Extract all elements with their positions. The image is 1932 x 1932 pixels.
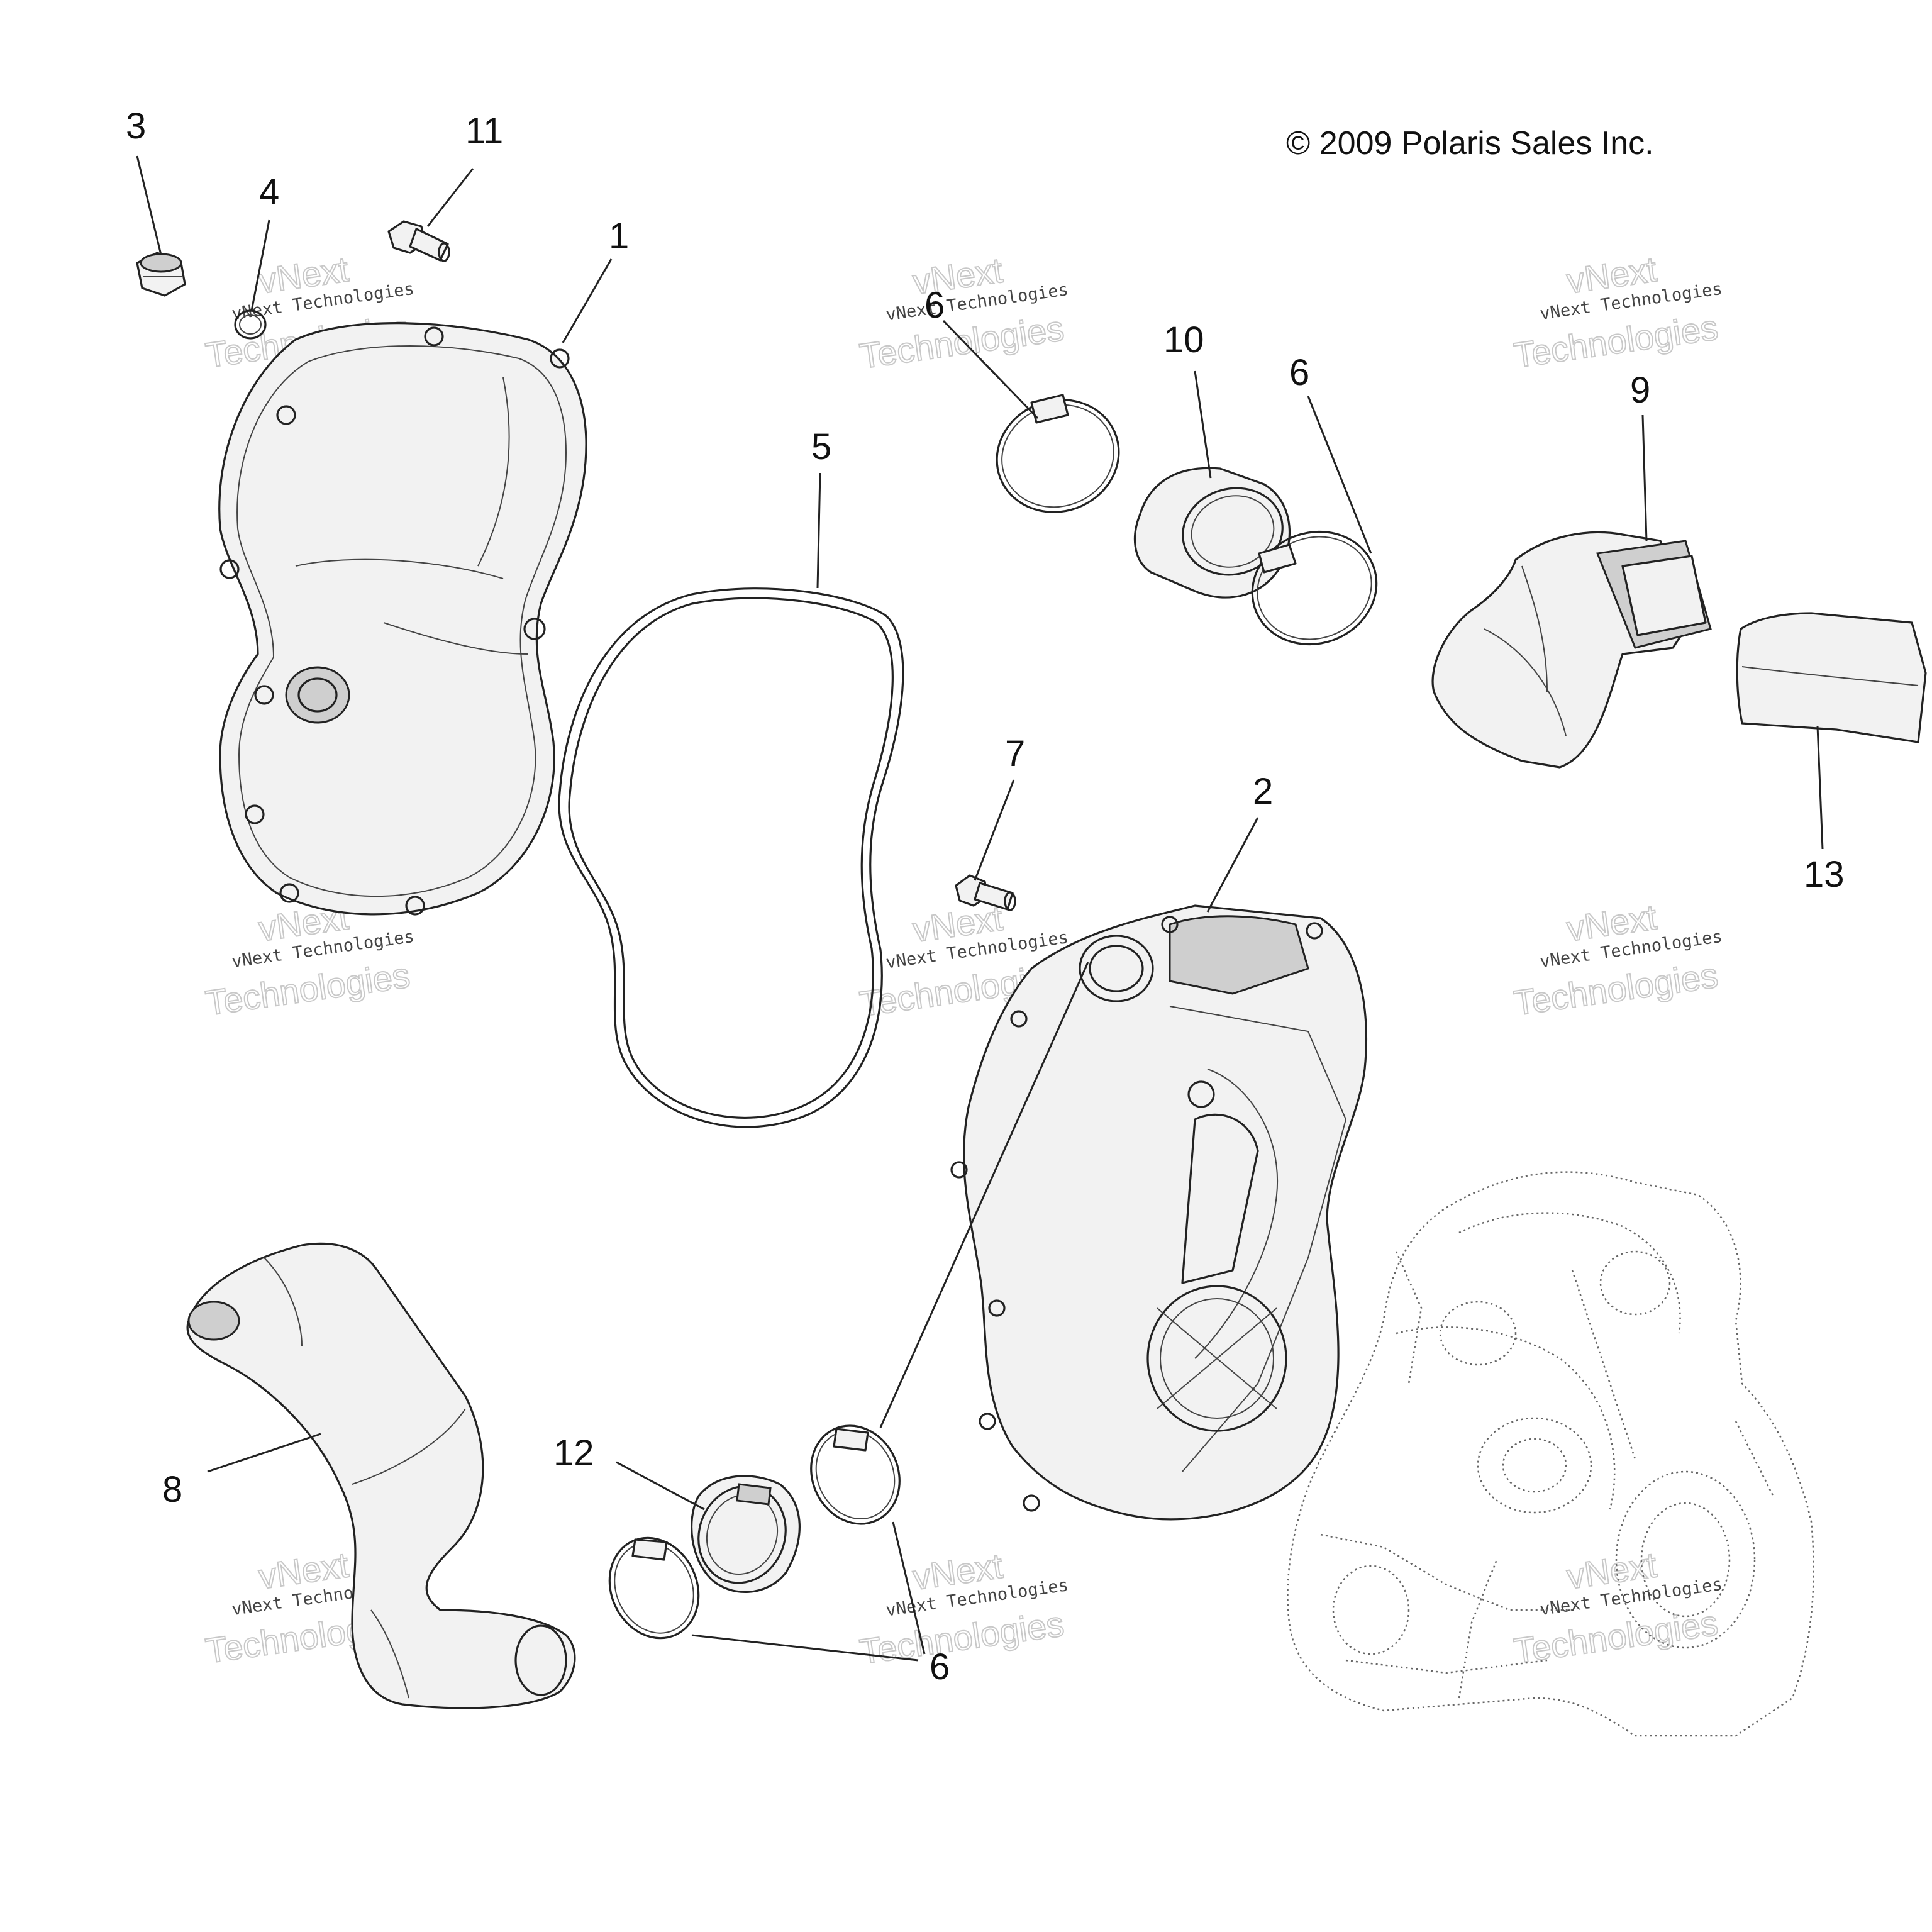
part-3-plug	[136, 252, 186, 297]
leader-6-bottom-2	[892, 1521, 926, 1655]
callout-6-top-1: 6	[924, 285, 945, 326]
part-6-clamp-bottom-1	[608, 1536, 700, 1640]
part-8-outlet-duct	[186, 1242, 576, 1709]
leader-4	[250, 219, 270, 311]
leader-6-bottom-1	[691, 1634, 919, 1662]
leader-13	[1816, 726, 1824, 850]
part-2-inner-clutch-cover	[950, 904, 1368, 1521]
watermark-8: vNext Technologies vNext Technologies	[857, 1545, 1070, 1672]
leader-lines	[136, 155, 1824, 1662]
leader-7	[974, 779, 1015, 881]
callout-12: 12	[553, 1433, 594, 1474]
copyright-notice: © 2009 Polaris Sales Inc.	[1286, 125, 1654, 162]
leader-3	[136, 155, 162, 255]
leader-6-top-1	[942, 319, 1039, 419]
part-1-outer-clutch-cover	[218, 322, 587, 916]
part-4-o-ring	[234, 309, 267, 340]
leader-10	[1194, 370, 1212, 479]
callouts: 3 4 11 1 5 6 10 6 9 7 2 13 8 12 6	[126, 106, 1845, 1687]
part-12-coupler	[691, 1475, 801, 1593]
leader-2	[1206, 817, 1259, 913]
leader-12	[616, 1461, 705, 1511]
leader-6-bottom-extra	[879, 962, 1089, 1428]
part-5-gasket	[558, 587, 904, 1128]
part-9-intake-duct	[1431, 531, 1712, 769]
callout-1: 1	[609, 216, 629, 257]
callout-7: 7	[1005, 733, 1025, 774]
callout-13: 13	[1804, 854, 1845, 895]
callout-6-bottom: 6	[930, 1646, 950, 1687]
part-7-bolt	[955, 874, 1016, 911]
callout-6-top-2: 6	[1289, 352, 1309, 393]
leader-11	[426, 168, 474, 227]
callout-3: 3	[126, 106, 146, 147]
part-6-clamp-top-2	[1251, 530, 1378, 646]
engine-reference-dotted	[1287, 1171, 1814, 1737]
callout-8: 8	[162, 1469, 182, 1510]
part-11-bolt	[387, 220, 450, 262]
leader-5	[816, 472, 821, 589]
leader-8	[207, 1433, 321, 1473]
leader-1	[562, 258, 613, 343]
part-10-coupler	[1133, 467, 1291, 599]
part-6-clamp-bottom-2	[810, 1424, 901, 1525]
leader-6-top-2	[1307, 396, 1372, 554]
callout-10: 10	[1163, 319, 1204, 360]
watermark-6: vNext Technologies vNext Technologies	[1511, 896, 1724, 1023]
callout-2: 2	[1253, 771, 1273, 812]
part-6-clamp-top-1	[996, 394, 1120, 513]
callout-9: 9	[1630, 370, 1650, 411]
callout-4: 4	[259, 172, 279, 213]
watermark-9: vNext Technologies vNext Technologies	[1511, 1544, 1724, 1671]
leader-9	[1641, 414, 1648, 541]
part-13-duct-cover	[1736, 612, 1927, 743]
callout-5: 5	[811, 426, 831, 467]
watermark-2: vNext Technologies vNext Technologies	[857, 249, 1070, 376]
watermark-3: vNext Technologies vNext Technologies	[1511, 248, 1724, 375]
callout-11: 11	[465, 111, 503, 152]
